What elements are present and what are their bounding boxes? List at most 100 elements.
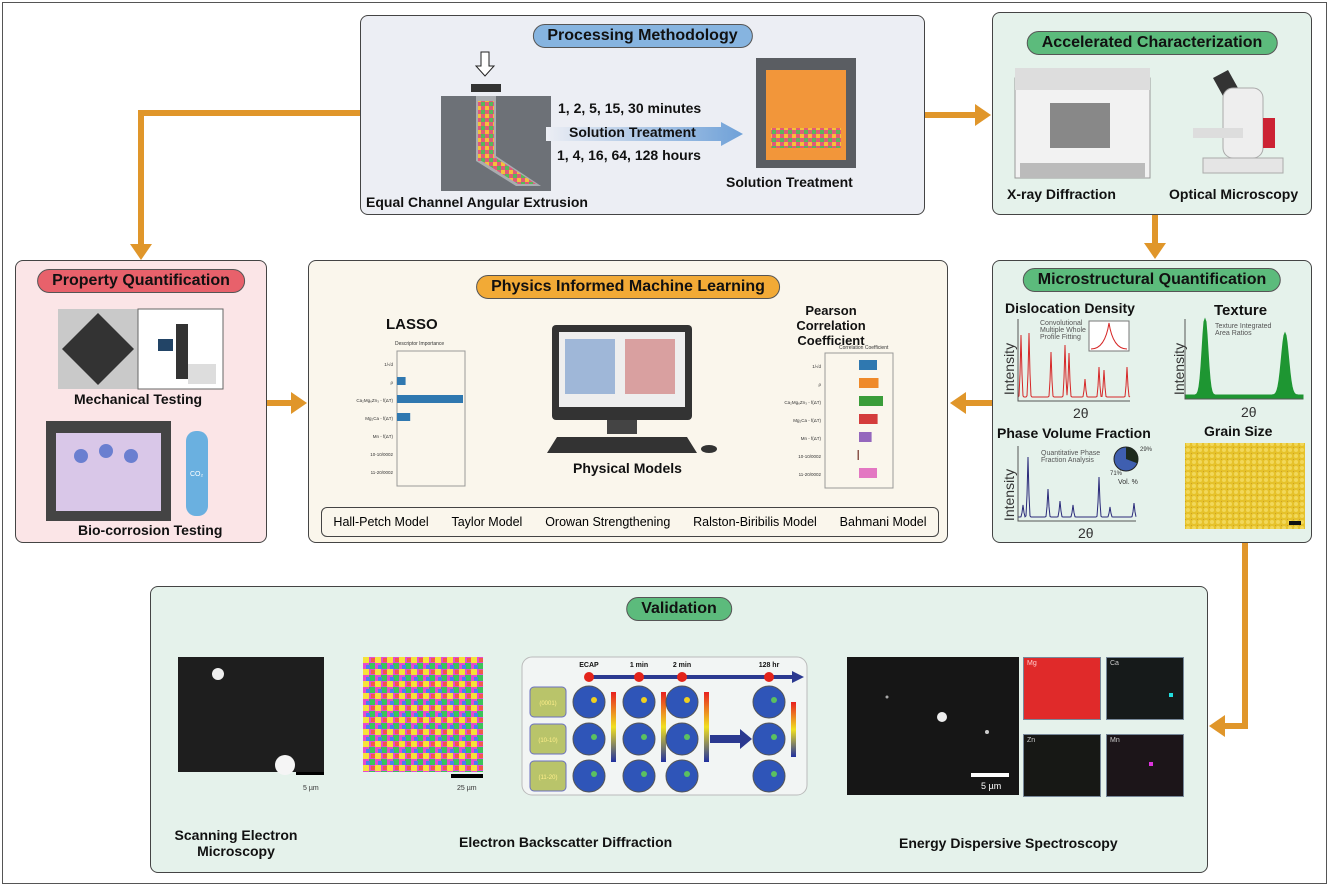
xrd-instrument-image xyxy=(1014,68,1151,179)
pearson-tick-label: 1/√d xyxy=(812,364,821,369)
model-ralston-biribilis: Ralston-Biribilis Model xyxy=(693,515,817,529)
pearson-tick-label: 11-20/0002 xyxy=(799,472,822,477)
lasso-bar xyxy=(397,377,406,385)
pie-a: 29% xyxy=(1140,447,1153,453)
phase-ylabel: Intensity xyxy=(1001,468,1018,522)
lasso-axis-title: Descriptor Importance xyxy=(395,341,445,347)
arrow-label: Solution Treatment xyxy=(569,124,696,140)
pie-b: 71% xyxy=(1110,471,1123,477)
sem-label: Scanning Electron Microscopy xyxy=(174,827,298,859)
panel-title: Property Quantification xyxy=(37,269,245,293)
texture-xlabel: 2θ xyxy=(1241,404,1257,420)
texture-title: Texture xyxy=(1214,302,1268,319)
lasso-tick-label: ρ xyxy=(390,380,393,385)
model-bahmani: Bahmani Model xyxy=(839,515,927,529)
timeline-marker xyxy=(677,672,687,682)
pearson-bar xyxy=(859,378,879,388)
pearson-bar xyxy=(859,396,883,406)
eds-map-mg: Mg xyxy=(1023,657,1101,720)
phase-spectrum xyxy=(1017,456,1137,521)
disl-inset-peak xyxy=(1090,322,1128,350)
accelerated-characterization-panel: Accelerated Characterization X-ray Diffr… xyxy=(992,12,1312,215)
pole-figure-hotspot xyxy=(684,697,690,703)
pearson-title: Pearson Correlation Coefficient xyxy=(796,303,866,348)
pearson-bar xyxy=(859,414,878,424)
colorbar xyxy=(704,692,709,762)
lasso-tick-label: Mn - f(ΔT) xyxy=(373,434,394,439)
timeline-label: ECAP xyxy=(579,662,599,669)
co2-label: CO₂ xyxy=(190,471,204,478)
texture-note: Texture Integrated Area Ratios xyxy=(1215,323,1272,337)
bio-corrosion-incubator-image: CO₂ xyxy=(46,421,208,521)
solution-treatment-arrow xyxy=(546,122,743,146)
timeline-marker xyxy=(634,672,644,682)
dislocation-spectrum xyxy=(1017,332,1131,401)
indentation-image xyxy=(58,308,224,390)
disl-inset xyxy=(1088,320,1130,352)
grain-size-micrograph xyxy=(1185,443,1305,529)
ebsd-map-image xyxy=(363,657,483,778)
pearson-frame xyxy=(824,352,894,489)
sem-scale: 5 µm xyxy=(303,785,319,792)
pole-figure xyxy=(665,722,699,756)
timeline-marker xyxy=(764,672,774,682)
disl-note: Convolutional Multiple Whole Profile Fit… xyxy=(1040,320,1086,341)
ebsd-scale: 25 µm xyxy=(457,785,477,792)
phase-spectrum-axes xyxy=(1017,446,1136,522)
crystal-plane-shape xyxy=(529,686,567,718)
optical-microscope-image xyxy=(1193,70,1284,174)
crystal-plane-shape xyxy=(529,760,567,792)
ebsd-label: Electron Backscatter Diffraction xyxy=(459,834,673,850)
disl-xlabel: 2θ xyxy=(1073,405,1089,421)
pearson-bar xyxy=(859,468,877,478)
phase-xlabel: 2θ xyxy=(1078,525,1094,541)
model-taylor: Taylor Model xyxy=(451,515,523,529)
crystal-plane-label: (11-20) xyxy=(539,775,558,781)
pearson-tick-label: 10-10/0002 xyxy=(798,454,821,459)
crystal-plane-label: (10-10) xyxy=(538,738,557,744)
lasso-title: LASSO xyxy=(386,316,438,333)
furnace-label: Solution Treatment xyxy=(726,174,853,190)
evolution-arrow xyxy=(710,729,752,749)
furnace-illustration xyxy=(756,58,856,168)
times-minutes: 1, 2, 5, 15, 30 minutes xyxy=(558,100,702,116)
sem-image xyxy=(178,657,324,775)
phase-title: Phase Volume Fraction xyxy=(997,425,1151,441)
piml-panel: Physics Informed Machine Learning LASSO … xyxy=(308,260,948,543)
mechanical-testing-label: Mechanical Testing xyxy=(74,391,203,407)
model-hall-petch: Hall-Petch Model xyxy=(333,515,429,529)
crystal-plane-shape xyxy=(529,723,567,755)
pole-figure xyxy=(622,759,656,793)
eds-scale: 5 µm xyxy=(981,781,1002,791)
colorbar xyxy=(791,702,796,757)
lasso-tick-label: Mg₂Ca - f(ΔT) xyxy=(365,416,393,421)
pole-figure-hotspot xyxy=(771,771,777,777)
pole-figure-hotspot xyxy=(771,734,777,740)
pole-figure-hotspot xyxy=(771,697,777,703)
pearson-bar xyxy=(857,450,859,460)
pole-figure-hotspot xyxy=(684,771,690,777)
pearson-tick-label: ρ xyxy=(818,382,821,387)
disl-ylabel: Intensity xyxy=(1001,342,1018,396)
timeline-label: 128 hr xyxy=(759,662,780,669)
pole-figure xyxy=(665,685,699,719)
ecae-die-illustration xyxy=(441,51,551,191)
eds-image xyxy=(847,657,1019,795)
pie-label: Vol. % xyxy=(1118,479,1138,486)
pole-figure-hotspot xyxy=(591,697,597,703)
pole-figure xyxy=(622,722,656,756)
dislocation-title: Dislocation Density xyxy=(1005,300,1135,316)
grain-scale-bar xyxy=(1289,521,1301,525)
pole-figure xyxy=(622,685,656,719)
pole-figure xyxy=(572,759,606,793)
lasso-tick-label: 10-10/0002 xyxy=(370,452,393,457)
pole-figure xyxy=(752,685,786,719)
panel-title: Microstructural Quantification xyxy=(1022,268,1282,292)
panel-title: Processing Methodology xyxy=(532,24,753,48)
pole-figure xyxy=(752,759,786,793)
lasso-tick-label: 11-20/0002 xyxy=(371,470,394,475)
panel-title: Validation xyxy=(626,597,732,621)
